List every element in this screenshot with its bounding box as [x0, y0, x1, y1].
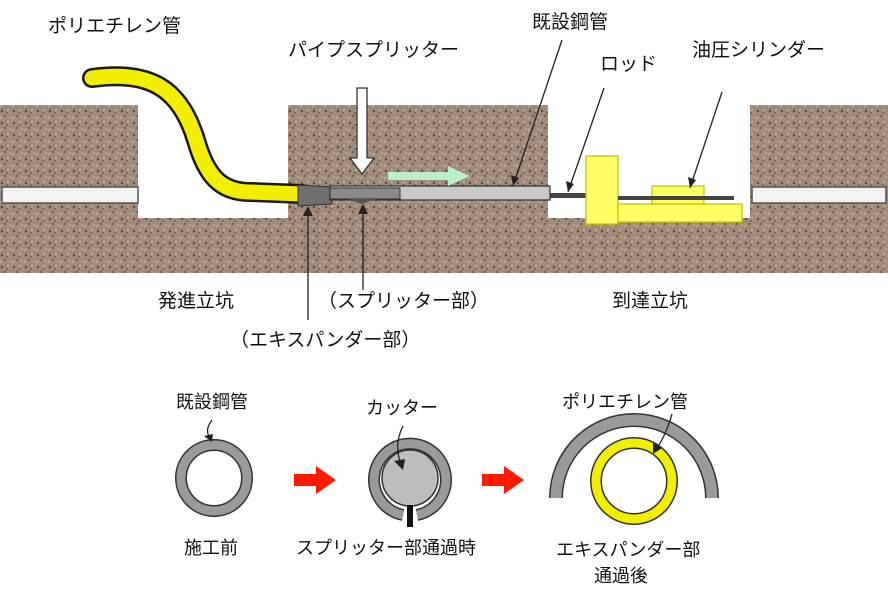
leader-existing-steel: [512, 39, 563, 187]
leader-existing-steel-head: [511, 175, 519, 186]
leader-rod: [567, 87, 605, 193]
rod: [550, 193, 588, 198]
stage1-top-label: 既設鋼管: [176, 392, 248, 413]
stage-expander-passed: ポリエチレン管 エキスパンダー部 通過後: [549, 392, 719, 587]
cylinder-base-plate: [585, 155, 619, 225]
stage3-leader-head: [653, 443, 662, 454]
stage-arrow-2: [482, 466, 524, 494]
splitter-blade: [348, 199, 376, 204]
existing-steel-ring-fill: [176, 440, 252, 516]
label-arrival-pit: 到達立坑: [612, 290, 688, 312]
cylinder-rail: [617, 203, 743, 223]
leader-expander-part-head: [303, 206, 313, 216]
stage1-caption: 施工前: [184, 538, 238, 559]
stage3-caption-line2: 通過後: [594, 566, 648, 587]
stage-arrow-1: [294, 466, 336, 494]
leader-cylinder: [689, 91, 723, 189]
stage3-top-label: ポリエチレン管: [562, 392, 688, 413]
label-pipe-splitter: パイプスプリッター: [288, 39, 459, 61]
leader-splitter-part-head: [358, 204, 368, 214]
label-rod: ロッド: [600, 53, 657, 75]
stage3-caption-line1: エキスパンダー部: [556, 540, 700, 561]
split-steel-arc: [549, 413, 719, 499]
cut-steel-ring-fill: [369, 439, 451, 520]
cylinder-rod: [618, 196, 734, 200]
label-splitter-part: （スプリッター部）: [318, 290, 489, 312]
stage-before: 既設鋼管 施工前: [175, 392, 253, 559]
pull-direction-arrow: [388, 166, 470, 186]
hydraulic-cylinder: [651, 185, 705, 205]
label-hydraulic-cylinder: 油圧シリンダー: [692, 39, 825, 61]
expander: [297, 184, 333, 207]
leader-cylinder-head: [688, 177, 696, 188]
stage2-leader-head: [394, 459, 405, 470]
polyethylene-pipe-fill: [84, 68, 310, 202]
splitter-pointer-arrow: [348, 87, 376, 176]
stage-splitter-passing: カッター スプリッター部通過時: [296, 398, 476, 559]
splitter-body: [329, 187, 401, 200]
existing-pipe-left: [1, 186, 139, 204]
cutter-blade: [407, 505, 413, 527]
label-expander-part: （エキスパンダー部）: [230, 329, 420, 351]
polyethylene-ring-fill: [591, 438, 677, 524]
existing-pipe-right: [751, 186, 887, 204]
stage2-caption: スプリッター部通過時: [296, 538, 476, 559]
cutter-core: [381, 449, 439, 507]
split-steel-arc-fill: [550, 414, 718, 499]
label-existing-steel-pipe: 既設鋼管: [532, 11, 608, 33]
label-launch-pit: 発進立坑: [158, 290, 234, 312]
stage2-top-label: カッター: [366, 398, 438, 419]
stage1-leader-head: [204, 434, 213, 442]
leader-rod-head: [566, 181, 574, 192]
label-polyethylene-pipe: ポリエチレン管: [48, 15, 181, 37]
